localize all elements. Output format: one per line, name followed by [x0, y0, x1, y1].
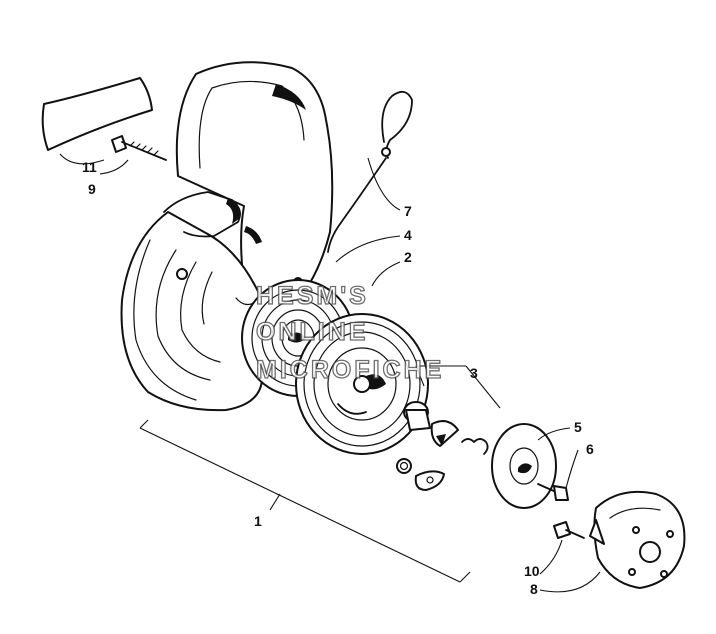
watermark-line-1: HESM'S	[256, 282, 369, 310]
cup-bolt	[553, 521, 585, 539]
callout-8: 8	[530, 581, 538, 597]
callout-1: 1	[254, 513, 262, 529]
callout-3: 3	[470, 365, 478, 381]
housing-bolt	[111, 135, 167, 161]
leader-lines	[59, 153, 601, 593]
friction-plate	[491, 423, 557, 509]
callout-10: 10	[524, 563, 540, 579]
watermark: HESM'S ONLINE MICROFICHE	[255, 281, 444, 384]
decal-label	[41, 77, 153, 151]
watermark-line-2: ONLINE	[256, 318, 368, 346]
callout-11: 11	[82, 159, 97, 175]
starter-housing	[120, 61, 334, 412]
callout-6: 6	[586, 441, 594, 457]
callout-numbers: 1 2 3 4 5 6 7 8 9 10 11	[82, 159, 594, 597]
watermark-line-3: MICROFICHE	[256, 356, 444, 384]
callout-2: 2	[404, 249, 412, 265]
callout-4: 4	[404, 227, 412, 243]
callout-9: 9	[88, 181, 96, 197]
pawl-kit	[396, 401, 489, 491]
callout-5: 5	[574, 419, 582, 435]
starter-cup	[589, 490, 686, 589]
plate-screw	[537, 483, 569, 501]
rope-pulley	[295, 313, 429, 455]
callout-7: 7	[404, 203, 412, 219]
